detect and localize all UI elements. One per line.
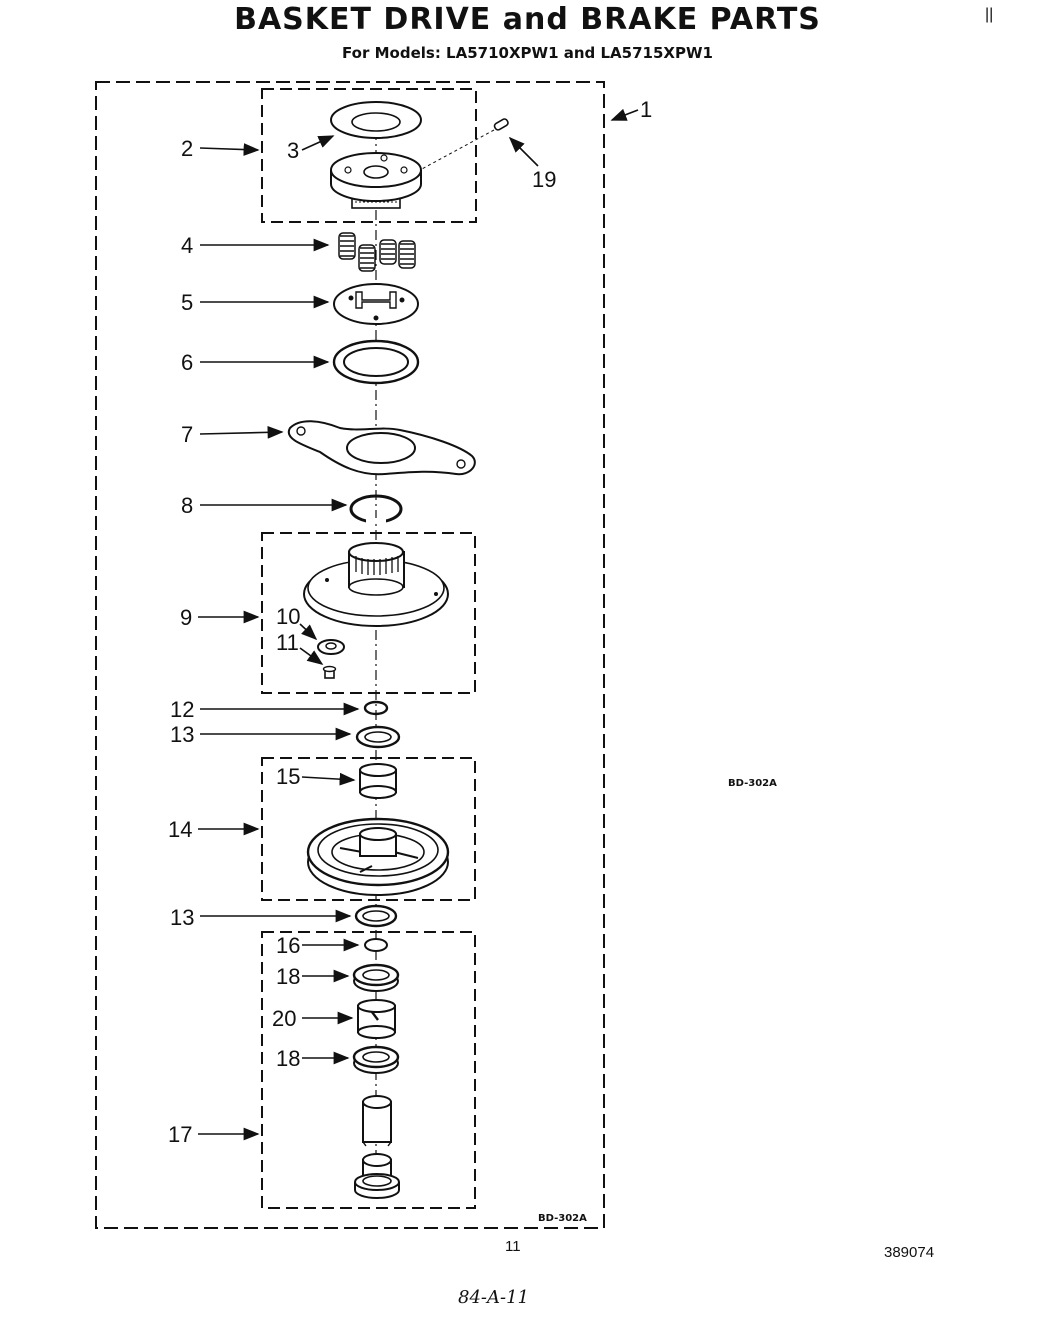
callout-13-lower: 13 xyxy=(170,905,194,930)
callout-19: 19 xyxy=(532,167,556,192)
callout-8: 8 xyxy=(181,493,193,518)
leader-11 xyxy=(299,647,324,665)
callout-18-upper: 18 xyxy=(276,964,300,989)
callout-1: 1 xyxy=(640,97,652,122)
callout-4: 4 xyxy=(181,233,193,258)
leader-7 xyxy=(199,425,284,439)
part-18-bearing-upper xyxy=(352,963,400,992)
part-10-nut xyxy=(317,639,345,655)
part-18-bearing-lower xyxy=(352,1045,400,1074)
leader-19 xyxy=(508,136,539,167)
part-12-snap-ring xyxy=(363,700,389,716)
subassembly-box-14 xyxy=(261,757,476,901)
assembly-outline xyxy=(95,81,605,1229)
callout-9: 9 xyxy=(180,605,192,630)
part-3-washer xyxy=(330,101,422,139)
part-6-brake-lining xyxy=(332,339,420,385)
callout-18-lower: 18 xyxy=(276,1046,300,1071)
part-16-ring xyxy=(364,938,388,952)
page-title: BASKET DRIVE and BRAKE PARTS xyxy=(234,2,821,37)
leader-10 xyxy=(299,623,318,641)
callout-2: 2 xyxy=(181,136,193,161)
callout-13-upper: 13 xyxy=(170,722,194,747)
corner-mark: || xyxy=(985,6,994,23)
part-14-drive-pulley xyxy=(306,817,450,896)
part-2-drive-hub xyxy=(330,152,422,209)
part-8-retaining-ring xyxy=(349,494,403,524)
part-17-drive-shaft xyxy=(354,1095,400,1199)
handwritten-note: 84-A-11 xyxy=(458,1287,529,1308)
subassembly-box-2 xyxy=(261,88,477,223)
callout-7: 7 xyxy=(181,422,193,447)
callout-14: 14 xyxy=(168,817,192,842)
leader-15 xyxy=(301,772,356,786)
part-13-washer-lower xyxy=(354,904,398,928)
part-9-brake-drum xyxy=(303,542,449,627)
callout-12: 12 xyxy=(170,697,194,722)
part-11-screw xyxy=(322,665,337,679)
leader-2 xyxy=(199,143,260,156)
callout-20: 20 xyxy=(272,1006,296,1031)
callout-16: 16 xyxy=(276,933,300,958)
part-19-pin xyxy=(419,118,509,171)
diagram-code-label: BD-302A xyxy=(728,778,777,789)
callout-3: 3 xyxy=(287,138,299,163)
callout-15: 15 xyxy=(276,764,300,789)
subassembly-box-9 xyxy=(261,532,476,694)
page-number: 11 xyxy=(505,1238,521,1255)
part-5-spring-plate xyxy=(333,283,419,325)
callout-17: 17 xyxy=(168,1122,192,1147)
leader-3 xyxy=(301,135,335,151)
part-13-washer-upper xyxy=(355,725,401,749)
diagram-code-inset: BD-302A xyxy=(538,1213,587,1224)
callout-11: 11 xyxy=(276,630,299,655)
document-number: 389074 xyxy=(884,1244,935,1261)
callout-10: 10 xyxy=(276,604,300,629)
part-15-bushing xyxy=(359,763,397,799)
model-subtitle: For Models: LA5710XPW1 and LA5715XPW1 xyxy=(342,44,713,62)
callout-5: 5 xyxy=(181,290,193,315)
leader-1 xyxy=(610,108,639,121)
part-20-bushing xyxy=(357,999,396,1039)
subassembly-box-17 xyxy=(261,931,476,1209)
part-4-springs xyxy=(338,232,416,272)
callout-6: 6 xyxy=(181,350,193,375)
part-7-brake-bracket xyxy=(287,420,476,476)
